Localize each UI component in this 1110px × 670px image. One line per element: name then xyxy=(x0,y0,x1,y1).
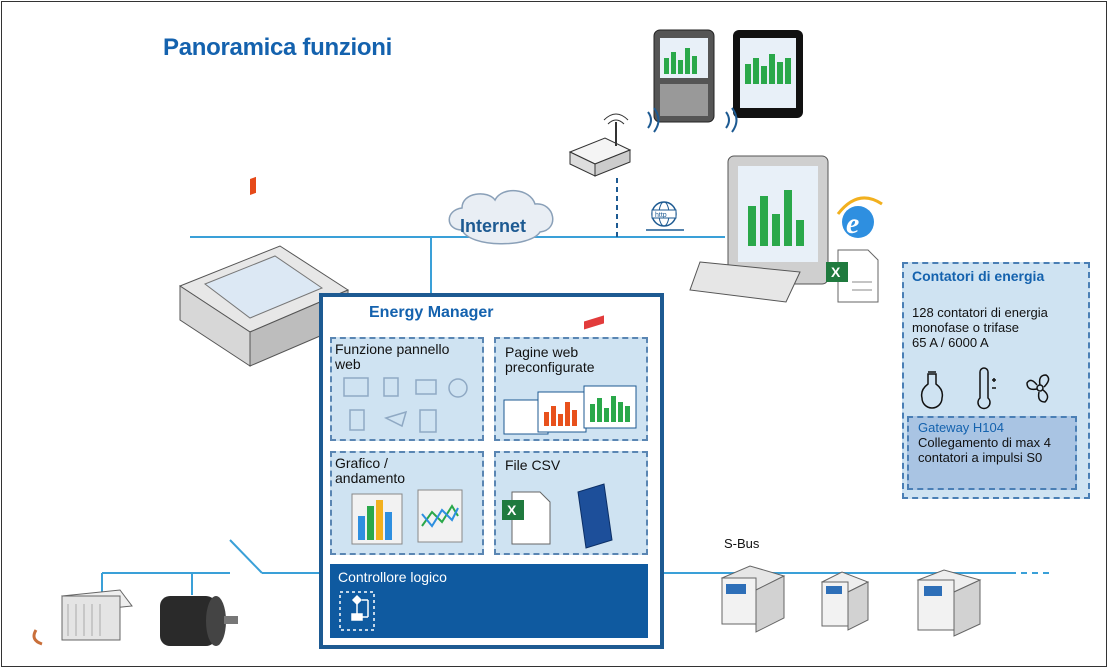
http-globe-icon: http xyxy=(646,201,684,231)
logic-controller-panel xyxy=(330,564,648,638)
gateway-title: Gateway H104 xyxy=(918,420,1004,435)
svg-text:X: X xyxy=(507,502,517,518)
module-label: Grafico / andamento xyxy=(335,455,406,486)
energy-counters-description: 128 contatori di energia monofase o trif… xyxy=(912,305,1048,350)
energy-manager-title: Energy Manager xyxy=(369,304,494,321)
router-icon xyxy=(568,113,632,177)
bulb-icon xyxy=(920,371,944,409)
module-label: Pagine web preconfigurate xyxy=(505,344,595,375)
svg-text:X: X xyxy=(831,264,841,280)
svg-text:http: http xyxy=(655,212,667,219)
gateway-description: Collegamento di max 4 contatori a impuls… xyxy=(918,435,1051,465)
smartphone-icon xyxy=(653,29,715,123)
tablet-icon xyxy=(733,30,803,118)
module-label: File CSV xyxy=(505,457,561,473)
thermometer-icon xyxy=(977,367,996,410)
sbus-label: S-Bus xyxy=(724,536,760,551)
module-web-panel xyxy=(330,337,484,441)
energy-meter-icon xyxy=(720,565,982,637)
svg-text:e: e xyxy=(846,207,859,240)
heater-icon xyxy=(32,589,133,646)
page-title: Panoramica funzioni xyxy=(163,34,393,61)
energy-counters-title: Contatori di energia xyxy=(912,268,1045,284)
fan-icon xyxy=(1026,374,1050,403)
module-label: Funzione pannello web xyxy=(335,341,450,372)
desktop-pc-icon xyxy=(689,155,829,303)
gateway-box xyxy=(907,416,1077,490)
wireless-signal-icon xyxy=(647,107,738,133)
internet-label: Internet xyxy=(460,216,527,236)
browser-icon: e xyxy=(836,196,883,240)
excel-file-icon: X xyxy=(826,249,879,303)
motor-icon xyxy=(160,596,238,646)
logic-controller-label: Controllore logico xyxy=(338,569,447,585)
